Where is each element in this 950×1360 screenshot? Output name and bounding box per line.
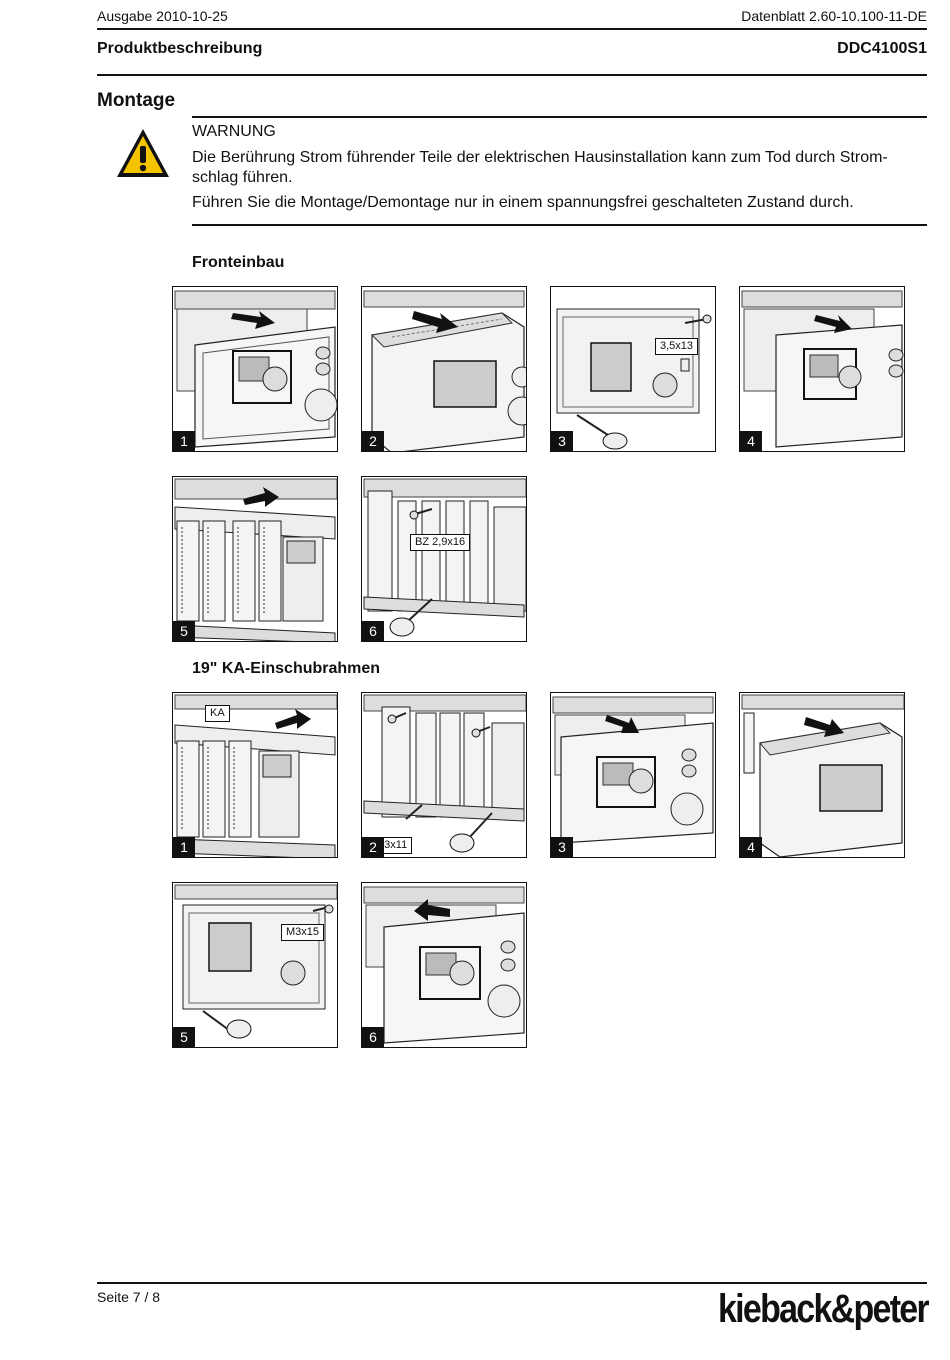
kieback-peter-logo: kieback&peter (717, 1282, 931, 1331)
rack-callout-screw-m3x15: M3x15 (281, 924, 325, 941)
document-title: Produktbeschreibung (97, 40, 263, 57)
rack-step-5-illustration: M3x15 5 (172, 882, 338, 1048)
rack-callout-ka: KA (205, 705, 230, 722)
rack-step-4-illustration: 4 (739, 692, 905, 858)
warning-rule-top (192, 116, 927, 118)
datasheet-number: Datenblatt 2.60-10.100-11-DE (741, 8, 927, 24)
front-step-2-number: 2 (362, 431, 384, 451)
front-step-4-illustration: 4 (739, 286, 905, 452)
front-callout-screw-3-5x13: 3,5x13 (655, 338, 699, 355)
front-step-5-illustration: 5 (172, 476, 338, 642)
product-name: DDC4100S1 (837, 40, 927, 57)
front-step-2-illustration: 2 (361, 286, 527, 452)
front-step-6-illustration: BZ 2,9x16 6 (361, 476, 527, 642)
warning-triangle-icon (115, 127, 171, 179)
rack-step-6-illustration: 6 (361, 882, 527, 1048)
front-step-5-number: 5 (173, 621, 195, 641)
front-step-6-number: 6 (362, 621, 384, 641)
svg-text:kieback&peter: kieback&peter (718, 1287, 929, 1330)
front-step-3-number: 3 (551, 431, 573, 451)
page-number: Seite 7 / 8 (97, 1289, 161, 1305)
rack-step-2-number: 2 (362, 837, 384, 857)
front-step-1-illustration: 1 (172, 286, 338, 452)
rack-step-5-number: 5 (173, 1027, 195, 1047)
rack-mount-title: 19" KA-Einschubrahmen (192, 660, 381, 677)
footer-rule (97, 1282, 927, 1284)
front-callout-screw-bz-2-9x16: BZ 2,9x16 (410, 534, 471, 551)
header-rule-bottom (97, 74, 927, 76)
rack-step-1-illustration: KA 1 (172, 692, 338, 858)
rack-step-1-number: 1 (173, 837, 195, 857)
rack-step-4-number: 4 (740, 837, 762, 857)
warning-rule-bottom (192, 224, 927, 226)
warning-title: WARNUNG (192, 123, 276, 140)
header-rule-top (97, 28, 927, 30)
rack-step-3-number: 3 (551, 837, 573, 857)
warning-text-line3: Führen Sie die Montage/Demontage nur in … (192, 194, 854, 211)
warning-text-line2: schlag führen. (192, 169, 293, 186)
rack-step-3-illustration: 3 (550, 692, 716, 858)
front-step-1-number: 1 (173, 431, 195, 451)
rack-step-6-number: 6 (362, 1027, 384, 1047)
edition-date: Ausgabe 2010-10-25 (97, 8, 228, 24)
section-title: Montage (97, 90, 176, 111)
rack-step-2-illustration: M3x11 2 (361, 692, 527, 858)
warning-text-line1: Die Berührung Strom führender Teile der … (192, 149, 888, 166)
front-step-4-number: 4 (740, 431, 762, 451)
front-mount-title: Fronteinbau (192, 254, 285, 271)
front-step-3-illustration: 3,5x13 3 (550, 286, 716, 452)
